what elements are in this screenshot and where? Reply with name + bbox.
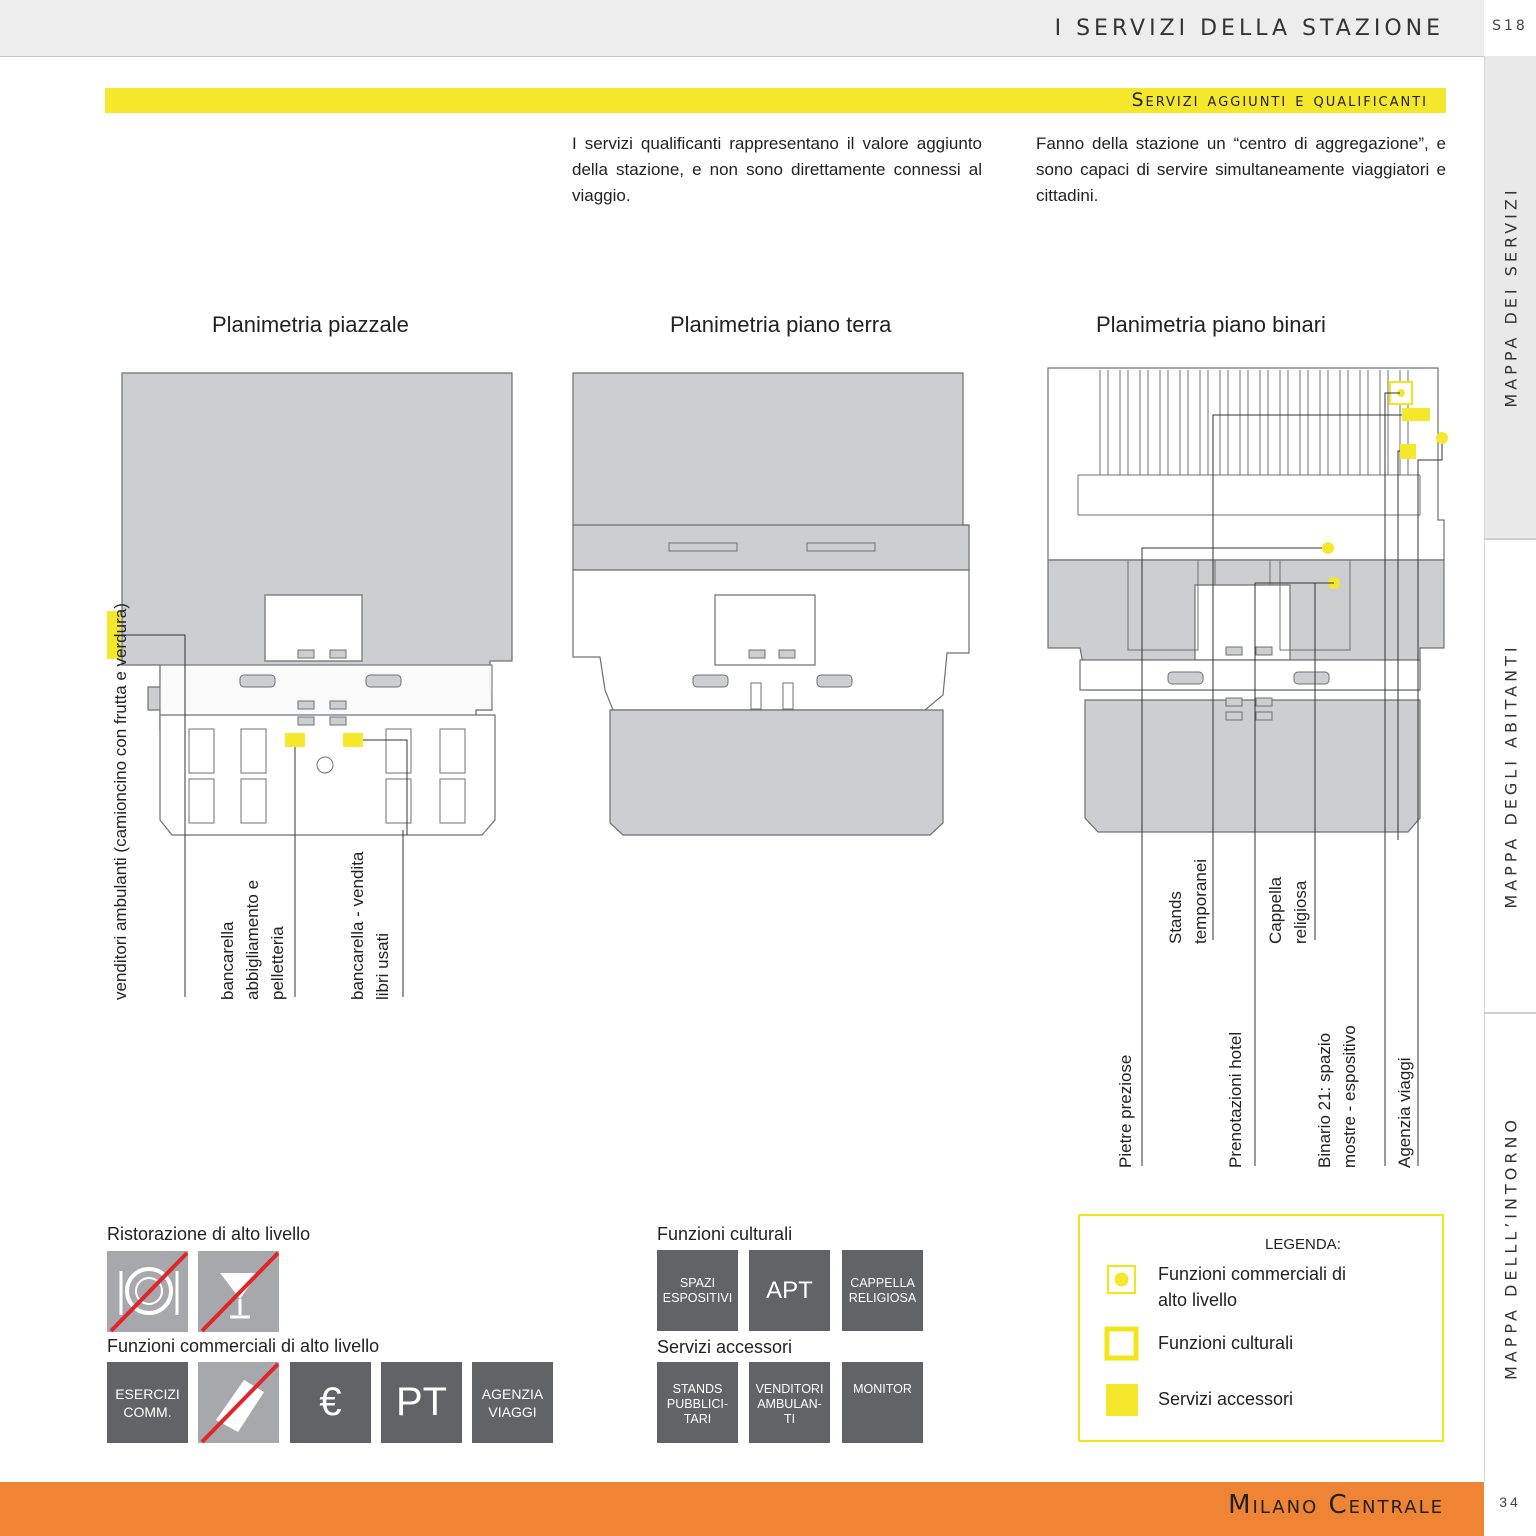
page-number: 34 xyxy=(1499,1494,1521,1510)
label-bancarella-libri: bancarella - vendita libri usati xyxy=(348,851,392,1000)
section-title: Servizi aggiunti e qualificanti xyxy=(1131,89,1428,111)
plan-piazzale-leaders xyxy=(184,830,404,997)
header-bar xyxy=(0,0,1484,57)
category-title-ristorazione: Ristorazione di alto livello xyxy=(107,1224,311,1244)
tile-euro-bancomat: € xyxy=(290,1362,371,1443)
label-binario-21: Binario 21: spazio mostre - espositivo xyxy=(1315,1025,1359,1168)
label-cappella-religiosa: Cappella religiosa xyxy=(1266,876,1310,944)
legend-label-culturali: Funzioni culturali xyxy=(1158,1333,1294,1353)
legend-label-accessori: Servizi accessori xyxy=(1158,1389,1294,1409)
tab-mappa-dei-servizi[interactable]: MAPPA DEI SERVIZI xyxy=(1484,56,1536,538)
tile-commerciali-newspaper xyxy=(198,1362,279,1443)
tile-agenzia-viaggi: AGENZIA VIAGGI xyxy=(472,1362,553,1443)
page-code: S18 xyxy=(1492,18,1528,34)
tab-mappa-degli-abitanti[interactable]: MAPPA DEGLI ABITANTI xyxy=(1484,540,1536,1012)
tab-divider xyxy=(1484,1012,1536,1014)
tab-mappa-dell-intorno[interactable]: MAPPA DELLL’INTORNO xyxy=(1484,1014,1536,1482)
footer-title: Milano Centrale xyxy=(1228,1490,1444,1520)
category-title-culturali: Funzioni culturali xyxy=(657,1224,793,1244)
plan-title-piano-binari: Planimetria piano binari xyxy=(1096,312,1326,337)
tile-stands-pubblicitari: STANDS PUBBLICI-TARI xyxy=(657,1362,738,1443)
tab-label: MAPPA DEGLI ABITANTI xyxy=(1501,643,1521,909)
legend-accessori-icon xyxy=(1106,1384,1138,1416)
intro-text-col1: I servizi qualificanti rappresentano il … xyxy=(572,134,982,205)
plan-piazzale-drawing xyxy=(107,372,513,836)
plan-binari-leaders xyxy=(1141,838,1419,1166)
newspaper-icon xyxy=(200,1362,279,1443)
legend-commerciali-icon xyxy=(1107,1265,1136,1294)
plan-title-piano-terra: Planimetria piano terra xyxy=(670,312,892,337)
tile-esercizi-commerciali: ESERCIZI COMM. xyxy=(107,1362,188,1443)
tile-ristorazione-cocktail xyxy=(198,1251,279,1332)
tile-ristorazione-plate xyxy=(107,1251,188,1332)
legend-culturali-icon xyxy=(1104,1326,1139,1361)
tab-label: MAPPA DELLL’INTORNO xyxy=(1501,1115,1521,1381)
tab-divider xyxy=(1484,538,1536,540)
page-title: I SERVIZI DELLA STAZIONE xyxy=(1054,16,1444,41)
label-stands-temporanei: Stands temporanei xyxy=(1166,858,1210,944)
category-title-accessori: Servizi accessori xyxy=(657,1337,793,1357)
plan-piano-terra-drawing xyxy=(572,372,970,836)
label-prenotazioni-hotel: Prenotazioni hotel xyxy=(1226,1031,1245,1168)
legend-title: LEGENDA: xyxy=(1265,1236,1341,1253)
category-title-commerciali: Funzioni commerciali di alto livello xyxy=(107,1336,380,1356)
label-pietre-preziose: Pietre preziose xyxy=(1116,1054,1135,1168)
footer-bar xyxy=(0,1482,1484,1536)
tile-poste-pt: PT xyxy=(381,1362,462,1443)
tab-label: MAPPA DEI SERVIZI xyxy=(1501,186,1521,408)
plate-cutlery-icon xyxy=(109,1251,188,1332)
tile-venditori-ambulanti: VENDITORI AMBULAN-TI xyxy=(749,1362,830,1443)
tile-apt: APT xyxy=(749,1250,830,1331)
tile-cappella-religiosa: CAPPELLA RELIGIOSA xyxy=(842,1250,923,1331)
intro-text-col2: Fanno della stazione un “centro di aggre… xyxy=(1036,134,1446,205)
label-bancarella-abbigliamento: bancarella abbigliamento e pelletteria xyxy=(218,879,287,1000)
tile-spazi-espositivi: SPAZI ESPOSITIVI xyxy=(657,1250,738,1331)
label-venditori-ambulanti: venditori ambulanti (camioncino con frut… xyxy=(111,603,130,1000)
label-agenzia-viaggi: Agenzia viaggi xyxy=(1395,1057,1414,1168)
section-band: Servizi aggiunti e qualificanti xyxy=(105,88,1446,113)
cocktail-glass-icon xyxy=(200,1251,279,1332)
legend-label-commerciali: Funzioni commerciali di alto livello xyxy=(1158,1264,1347,1310)
plan-title-piazzale: Planimetria piazzale xyxy=(212,312,409,337)
tile-monitor: MONITOR xyxy=(842,1362,923,1443)
plan-piano-binari-drawing xyxy=(1047,367,1448,840)
legend-box xyxy=(1078,1214,1444,1442)
